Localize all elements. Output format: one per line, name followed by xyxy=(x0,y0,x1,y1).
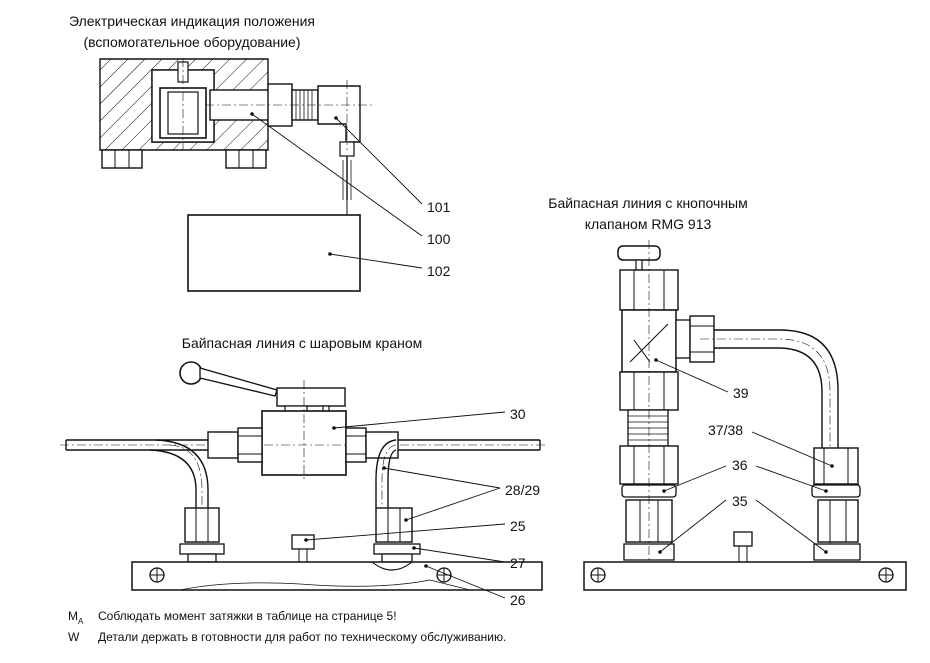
label-25: 25 xyxy=(510,518,526,534)
electric-indication-drawing: Электрическая индикация положения (вспом… xyxy=(69,13,451,292)
notes: MA Соблюдать момент затяжки в таблице на… xyxy=(68,609,506,644)
union-nut-37-38 xyxy=(813,447,859,485)
push-button-knob xyxy=(617,245,661,261)
electric-title-line2: (вспомогательное оборудование) xyxy=(83,34,300,50)
ball-valve-title: Байпасная линия с шаровым краном xyxy=(182,335,423,351)
label-102: 102 xyxy=(427,263,451,279)
label-35: 35 xyxy=(732,493,748,509)
label-30: 30 xyxy=(510,406,526,422)
fitting-28-29-bottom xyxy=(375,507,413,543)
label-101: 101 xyxy=(427,199,451,215)
push-valve-bypass-drawing: Байпасная линия с кнопочным клапаном RMG… xyxy=(548,195,907,591)
note-1-text: Соблюдать момент затяжки в таблице на ст… xyxy=(98,609,397,623)
push-valve-title-line1: Байпасная линия с кнопочным xyxy=(548,195,747,211)
screw-25 xyxy=(291,534,315,550)
nut-35-right xyxy=(813,543,861,561)
bottom-nut-left xyxy=(101,149,143,169)
label-36: 36 xyxy=(732,457,748,473)
seal-ring-36-right xyxy=(811,484,861,498)
base-plate-right xyxy=(583,561,907,591)
handle-knob xyxy=(179,361,203,385)
note-2-symbol: W xyxy=(68,630,80,644)
handle-lever xyxy=(276,387,346,407)
note-2-text: Детали держать в готовности для работ по… xyxy=(98,630,506,644)
angle-connector xyxy=(317,85,361,143)
fitting-28-29-top xyxy=(365,431,399,459)
bottom-nut-right xyxy=(225,149,267,169)
label-100: 100 xyxy=(427,231,451,247)
label-37-38: 37/38 xyxy=(708,422,743,438)
label-28-29: 28/29 xyxy=(505,482,540,498)
note-1-symbol: MA xyxy=(68,609,84,626)
switching-amplifier-box xyxy=(187,214,361,292)
electric-title-line1: Электрическая индикация положения xyxy=(69,13,315,29)
label-26: 26 xyxy=(510,592,526,608)
push-valve-title-line2: клапаном RMG 913 xyxy=(585,216,712,232)
ball-valve-bypass-drawing: Байпасная линия с шаровым краном xyxy=(60,335,546,608)
label-39: 39 xyxy=(733,385,749,401)
label-27: 27 xyxy=(510,555,526,571)
